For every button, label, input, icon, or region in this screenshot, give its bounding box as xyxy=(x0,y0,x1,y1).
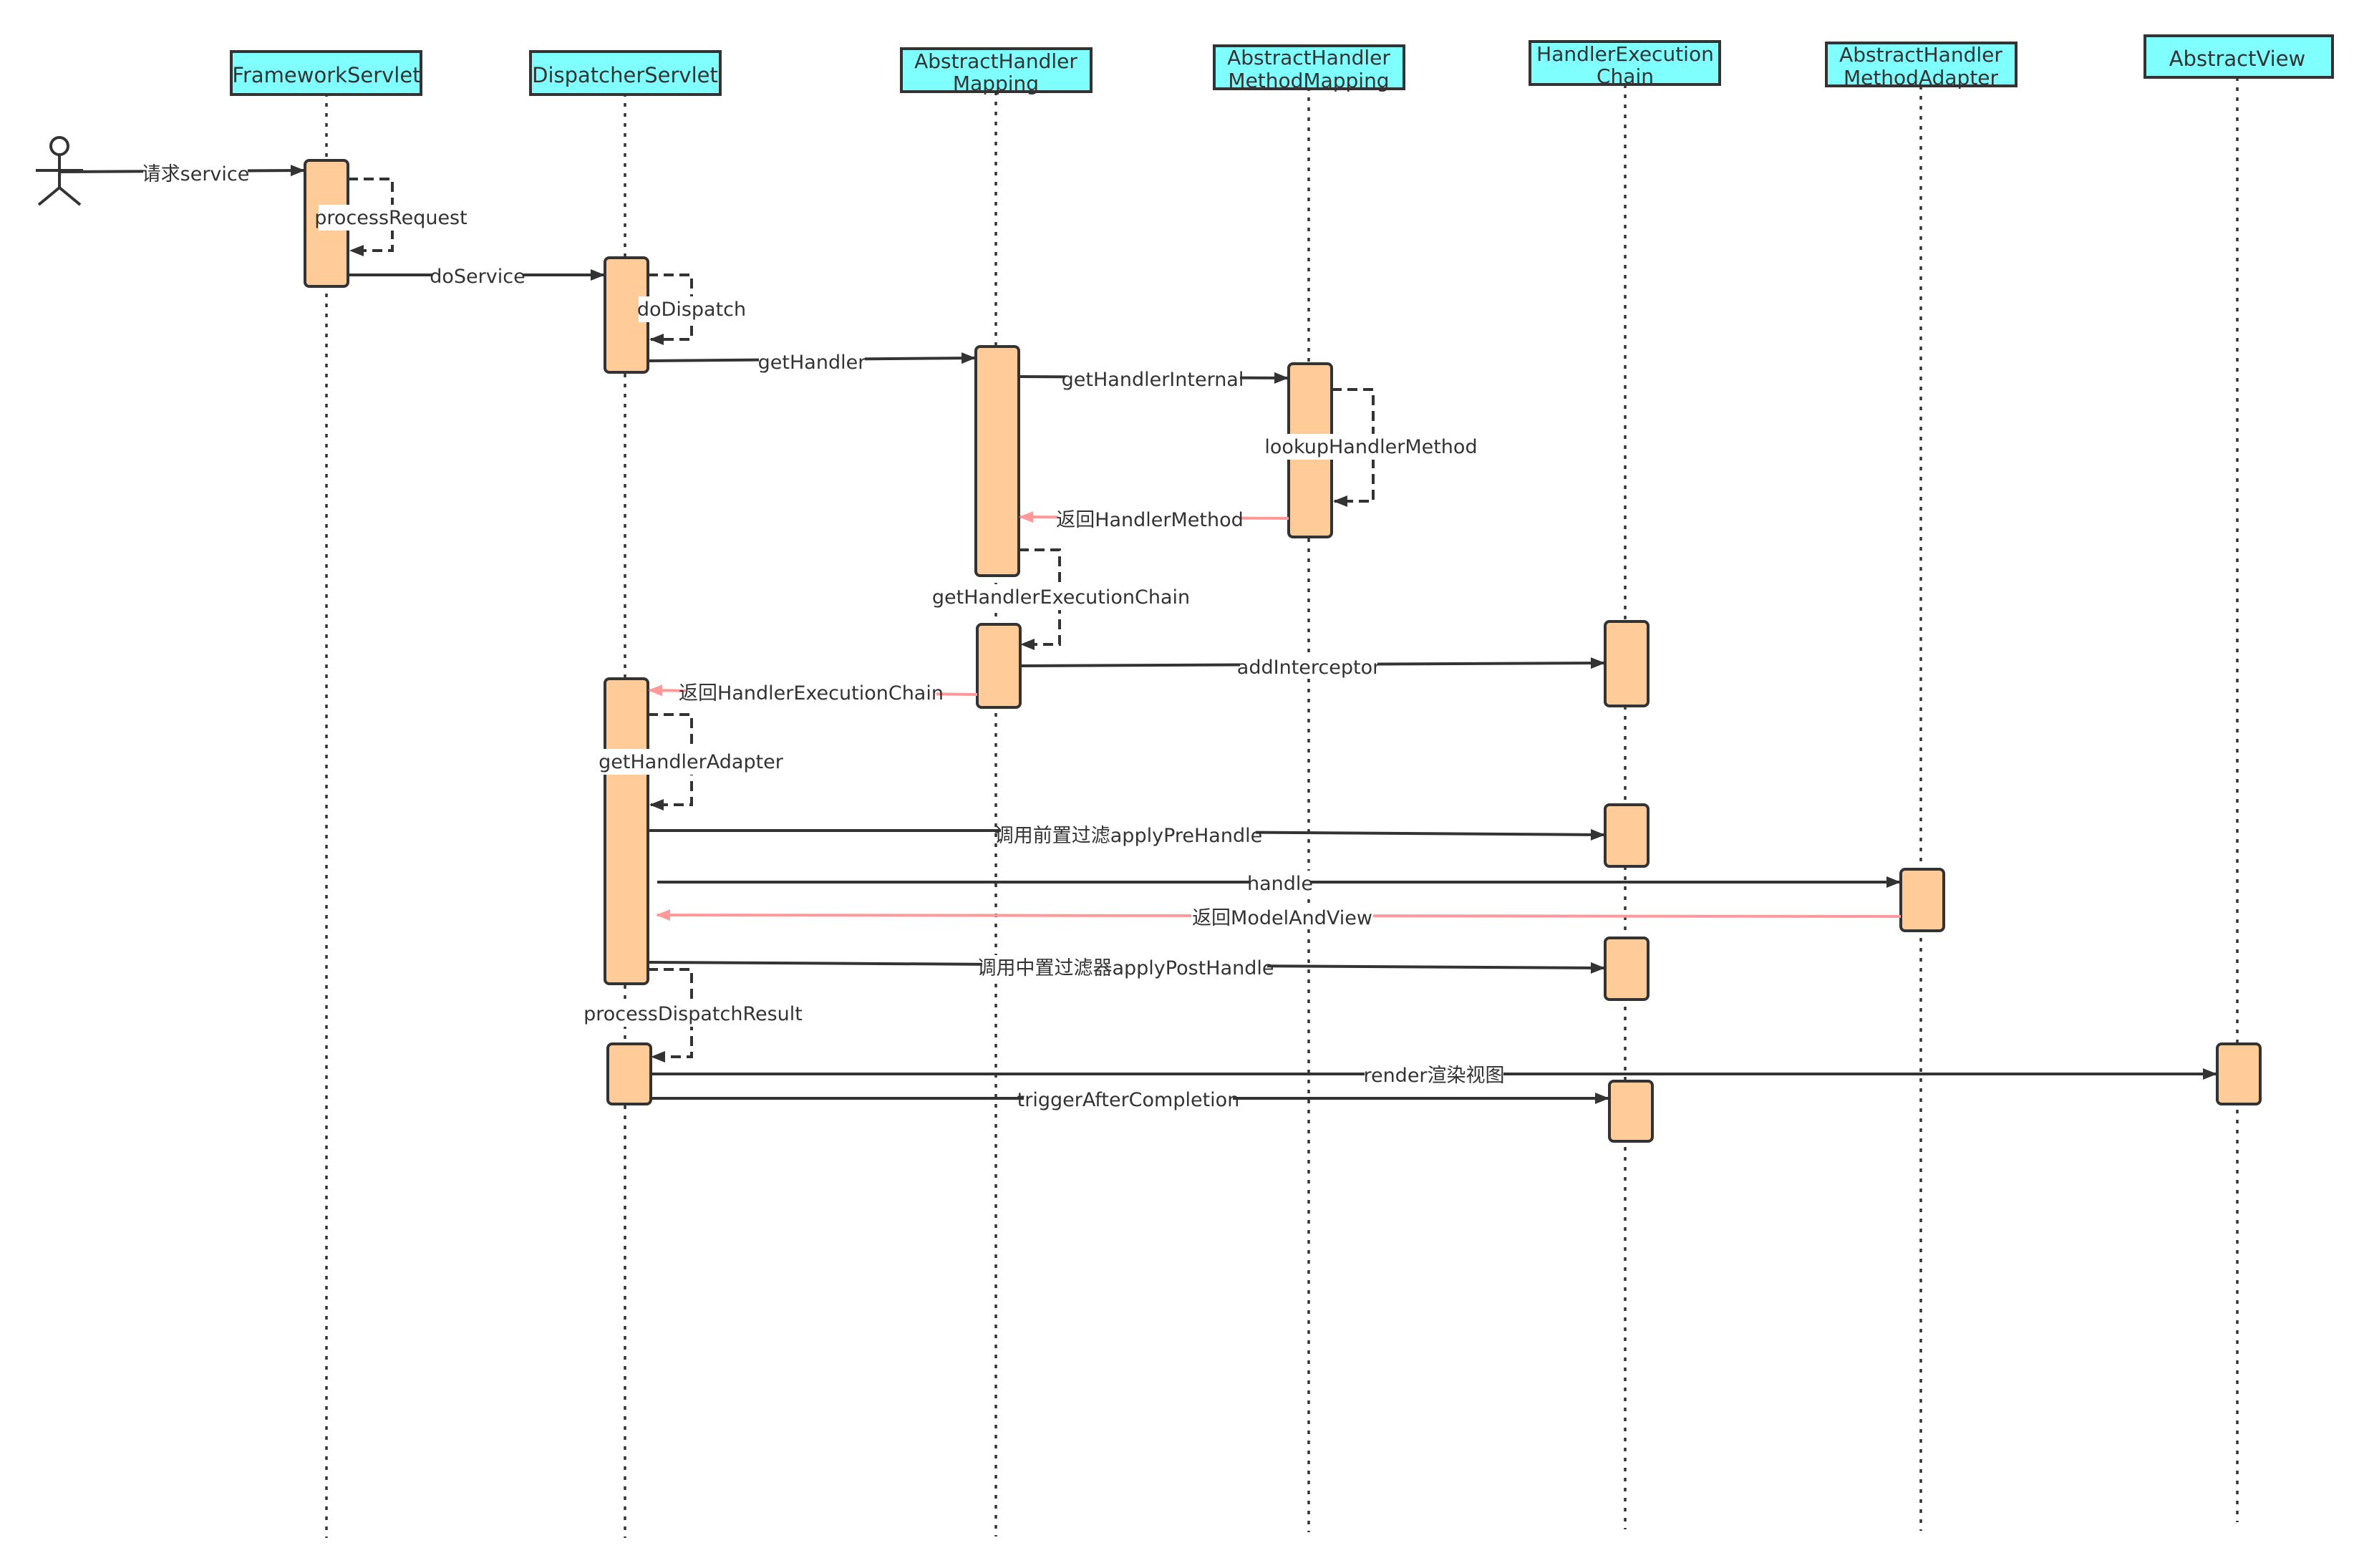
message-add-interceptor: addInterceptor xyxy=(1019,654,1605,679)
message-label: doService xyxy=(430,266,525,288)
message-label: getHandler xyxy=(758,352,867,374)
participant-label: HandlerExecution xyxy=(1536,42,1714,66)
message-label: triggerAfterCompletion xyxy=(1017,1089,1240,1111)
message-label: getHandlerInternal xyxy=(1062,369,1244,391)
message-label: lookupHandlerMethod xyxy=(1264,436,1477,458)
activation-dispatcherservlet xyxy=(606,1042,652,1105)
activation-handlerexecutionchain xyxy=(1604,620,1650,707)
message-return-handler-execution-chain: 返回HandlerExecutionChain xyxy=(648,680,978,705)
participant-abstractview: AbstractView xyxy=(2144,34,2334,79)
message-label: getHandlerExecutionChain xyxy=(932,586,1190,609)
participant-label: AbstractView xyxy=(2169,47,2306,71)
participant-handlerexecutionchain: HandlerExecution Chain xyxy=(1529,40,1721,88)
participant-label: AbstractHandler xyxy=(1227,46,1390,69)
activation-abstracthandlermethodadapter xyxy=(1899,868,1945,932)
message-label: 请求service xyxy=(142,163,250,185)
message-do-dispatch: doDispatch xyxy=(637,274,746,345)
message-label: processRequest xyxy=(314,207,467,229)
participant-label: MethodAdapter xyxy=(1844,66,1999,89)
message-apply-pre-handle: 调用前置过滤applyPreHandle xyxy=(648,823,1605,847)
message-lookup-handler-method: lookupHandlerMethod xyxy=(1264,388,1478,507)
activation-handlerexecutionchain xyxy=(1604,803,1650,868)
message-get-handler-internal: getHandlerInternal xyxy=(1018,367,1289,391)
activation-handlerexecutionchain xyxy=(1608,1080,1654,1143)
activation-abstracthandlermapping xyxy=(974,345,1020,577)
message-render: render渲染视图 xyxy=(651,1063,2217,1087)
message-return-handler-method: 返回HandlerMethod xyxy=(1019,507,1289,531)
message-do-service: doService xyxy=(348,263,605,288)
activation-bars xyxy=(304,159,2262,1143)
message-apply-post-handle: 调用中置过滤器applyPostHandle xyxy=(647,955,1605,979)
message-label: 返回ModelAndView xyxy=(1192,907,1372,929)
message-label: getHandlerAdapter xyxy=(599,751,784,773)
message-label: 返回HandlerMethod xyxy=(1056,509,1244,531)
participant-label: FrameworkServlet xyxy=(232,63,420,87)
activation-dispatcherservlet xyxy=(604,677,649,985)
activation-abstractview xyxy=(2216,1042,2262,1105)
participant-label: DispatcherServlet xyxy=(532,63,718,87)
message-label: 调用前置过滤applyPreHandle xyxy=(994,825,1262,847)
message-get-handler-adapter: getHandlerAdapter xyxy=(599,713,784,810)
message-label: addInterceptor xyxy=(1237,657,1381,679)
message-label: 调用中置过滤器applyPostHandle xyxy=(977,957,1274,979)
participant-label: Chain xyxy=(1597,64,1654,88)
participant-label: MethodMapping xyxy=(1228,69,1389,92)
participant-abstracthandlermethodadapter: AbstractHandler MethodAdapter xyxy=(1825,42,2017,89)
message-process-dispatch-result: processDispatchResult xyxy=(583,968,803,1063)
message-label: handle xyxy=(1247,873,1313,895)
participant-abstracthandlermapping: AbstractHandler Mapping xyxy=(900,47,1093,95)
participant-dispatcherservlet: DispatcherServlet xyxy=(529,50,722,96)
message-process-request: processRequest xyxy=(314,178,468,256)
participant-abstracthandlermethodmapping: AbstractHandler MethodMapping xyxy=(1213,44,1405,92)
participant-label: AbstractHandler xyxy=(914,49,1077,73)
participant-label: AbstractHandler xyxy=(1839,43,2002,67)
message-return-model-and-view: 返回ModelAndView xyxy=(656,905,1902,929)
participant-frameworkservlet: FrameworkServlet xyxy=(230,50,422,96)
activation-abstracthandlermapping xyxy=(976,623,1022,709)
message-get-handler-execution-chain: getHandlerExecutionChain xyxy=(932,548,1190,650)
activation-handlerexecutionchain xyxy=(1604,937,1650,1001)
participant-headers: FrameworkServlet DispatcherServlet Abstr… xyxy=(230,34,2334,96)
message-label: render渲染视图 xyxy=(1363,1065,1504,1087)
message-handle: handle xyxy=(657,871,1901,895)
message-label: doDispatch xyxy=(637,299,746,321)
participant-label: Mapping xyxy=(953,72,1039,95)
message-get-handler: getHandler xyxy=(647,349,976,374)
message-label: 返回HandlerExecutionChain xyxy=(679,682,944,705)
message-trigger-after-completion: triggerAfterCompletion xyxy=(651,1087,1609,1111)
messages: 请求service processRequest doService doDis… xyxy=(59,161,2217,1111)
message-label: processDispatchResult xyxy=(583,1003,803,1025)
message-request-service: 请求service xyxy=(59,161,305,185)
